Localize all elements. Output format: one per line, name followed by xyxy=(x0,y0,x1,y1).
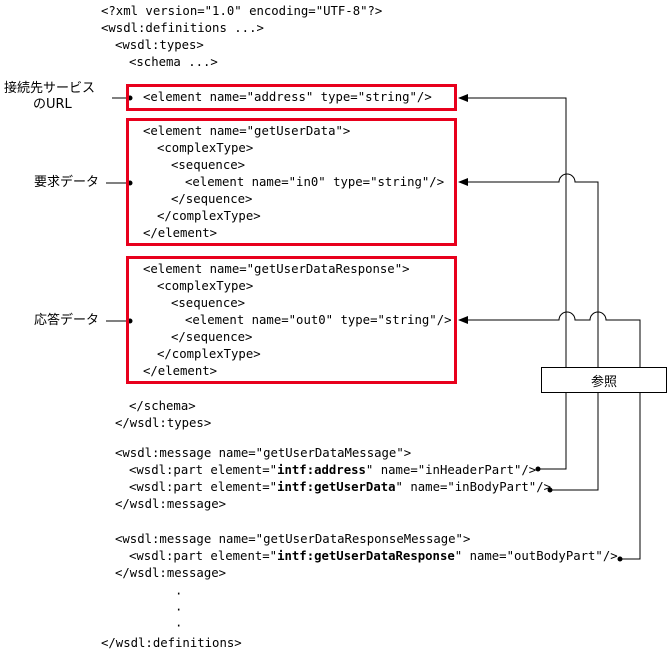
request-ref-line xyxy=(458,173,599,491)
code-line: </wsdl:definitions> xyxy=(101,636,242,650)
part-ref: intf:getUserDataResponse xyxy=(277,549,455,563)
url-label-line1: 接続先サービス xyxy=(4,81,96,96)
message-part-line: <wsdl:part element="intf:getUserDataResp… xyxy=(129,548,618,565)
part-post: " name="inBodyPart"/> xyxy=(395,480,552,494)
code-line: </sequence> xyxy=(171,192,253,206)
code-line: <wsdl:types> xyxy=(115,38,204,52)
response-ref-line xyxy=(458,311,641,560)
code-line: <sequence> xyxy=(171,296,246,310)
reference-box: 参照 xyxy=(541,367,667,393)
address-ref-line xyxy=(458,94,567,470)
code-line: <complexType> xyxy=(157,279,254,293)
code-line: </complexType> xyxy=(157,347,261,361)
code-line: </sequence> xyxy=(171,330,253,344)
code-line: </schema> xyxy=(129,399,196,413)
part-ref: intf:getUserData xyxy=(277,480,396,494)
part-post: " name="inHeaderPart"/> xyxy=(365,463,537,477)
url-element-highlight xyxy=(126,84,457,111)
code-line: <sequence> xyxy=(171,158,246,172)
code-line: </wsdl:types> xyxy=(115,416,212,430)
code-line: </wsdl:message> xyxy=(115,566,227,580)
part-post: " name="outBodyPart"/> xyxy=(454,549,618,563)
code-line: <element name="getUserDataResponse"> xyxy=(143,262,410,276)
ellipsis-dot: · xyxy=(175,619,183,633)
code-line: </complexType> xyxy=(157,209,261,223)
ellipsis-dot: · xyxy=(175,587,183,601)
request-element-highlight xyxy=(126,118,457,246)
message-part-line: <wsdl:part element="intf:address" name="… xyxy=(129,462,536,479)
code-line: <element name="out0" type="string"/> xyxy=(185,313,452,327)
response-label: 応答データ xyxy=(34,313,100,328)
code-line: </element> xyxy=(143,226,218,240)
code-line: </element> xyxy=(143,364,218,378)
code-line: <?xml version="1.0" encoding="UTF-8"?> xyxy=(101,4,383,18)
part-pre: <wsdl:part element=" xyxy=(129,463,278,477)
message-part-line: <wsdl:part element="intf:getUserData" na… xyxy=(129,479,551,496)
part-pre: <wsdl:part element=" xyxy=(129,549,278,563)
code-line: <element name="getUserData"> xyxy=(143,124,351,138)
code-line: <wsdl:definitions ...> xyxy=(101,21,264,35)
code-line: </wsdl:message> xyxy=(115,497,227,511)
part-ref: intf:address xyxy=(277,463,366,477)
part-pre: <wsdl:part element=" xyxy=(129,480,278,494)
code-line: <wsdl:message name="getUserDataMessage"> xyxy=(115,446,412,460)
code-line: <wsdl:message name="getUserDataResponseM… xyxy=(115,532,471,546)
code-line: <schema ...> xyxy=(129,55,218,69)
request-label: 要求データ xyxy=(34,175,100,190)
ellipsis-dot: · xyxy=(175,603,183,617)
code-line: <complexType> xyxy=(157,141,254,155)
url-label: 接続先サービス のURL xyxy=(4,81,95,113)
reference-label: 参照 xyxy=(590,374,617,390)
url-label-line2: のURL xyxy=(33,97,72,112)
response-element-highlight xyxy=(126,256,457,384)
code-line: <element name="address" type="string"/> xyxy=(143,90,432,104)
code-line: <element name="in0" type="string"/> xyxy=(185,175,445,189)
